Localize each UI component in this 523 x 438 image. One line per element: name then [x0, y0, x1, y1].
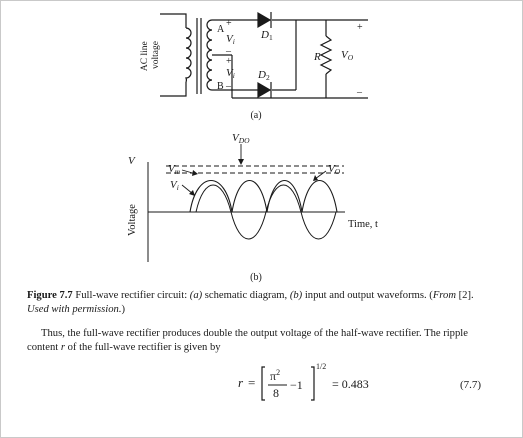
- y-axis-label: Voltage: [127, 204, 138, 236]
- node-a-label: A: [217, 24, 225, 35]
- vo-label: VO: [341, 49, 354, 62]
- primary-coil: [185, 27, 192, 83]
- resistor-label: R: [313, 51, 321, 63]
- x-axis-label: Time, t: [348, 219, 378, 230]
- primary-lead-bottom: [160, 82, 187, 97]
- diode-d1: [257, 11, 272, 29]
- svg-text:8: 8: [273, 386, 279, 400]
- output-waveform: [189, 180, 338, 213]
- diode-d2: [257, 81, 272, 99]
- waveform-plot: V Voltage Time, t VDO Vm Vi VO (b): [127, 132, 378, 283]
- figure-label: Figure 7.7: [27, 290, 73, 301]
- vi-label: Vi: [170, 179, 179, 192]
- vm-label: Vm: [168, 163, 181, 176]
- plus-bottom: +: [226, 56, 232, 67]
- node-b-label: B: [217, 81, 224, 92]
- plus-a: +: [226, 18, 232, 29]
- svg-text:= 0.483: = 0.483: [332, 377, 369, 391]
- waveform-subcaption: (b): [250, 272, 262, 283]
- svg-text:−1: −1: [290, 378, 303, 392]
- vi-bottom-label: Vi: [226, 67, 235, 80]
- svg-text:=: =: [248, 375, 255, 390]
- primary-lead-top: [160, 13, 187, 28]
- resistor-zigzag: [319, 35, 333, 75]
- equation-7-7: r = π2 8 −1 1/2 = 0.483 (7.7): [238, 362, 481, 401]
- secondary-coil: [206, 19, 213, 91]
- ac-line-voltage-label: AC line voltage: [140, 39, 161, 71]
- d1-label: D1: [260, 29, 273, 42]
- svg-text:r: r: [238, 375, 244, 390]
- input-waveform: [195, 184, 337, 240]
- svg-text:π2: π2: [270, 368, 280, 383]
- vi-top-label: Vi: [226, 33, 235, 46]
- svg-text:(7.7): (7.7): [460, 379, 481, 391]
- schematic-subcaption: (a): [250, 110, 261, 121]
- minus-top: –: [225, 46, 232, 57]
- vdo-label: VDO: [232, 132, 250, 145]
- y-axis-top-label: V: [128, 155, 136, 167]
- body-paragraph: Thus, the full-wave rectifier produces d…: [27, 328, 468, 353]
- d2-label: D2: [257, 69, 270, 82]
- svg-text:1/2: 1/2: [316, 362, 326, 371]
- vo-minus: –: [356, 87, 363, 98]
- vo-arrow: [314, 170, 327, 180]
- schematic-diagram: AC line voltage + A Vi – + Vi B – D1 D2 …: [140, 11, 368, 121]
- minus-b: –: [225, 81, 232, 92]
- vo-plus: +: [357, 22, 363, 33]
- vo-label: VO: [328, 163, 341, 176]
- figure-caption: Figure 7.7 Full-wave rectifier circuit: …: [27, 290, 474, 315]
